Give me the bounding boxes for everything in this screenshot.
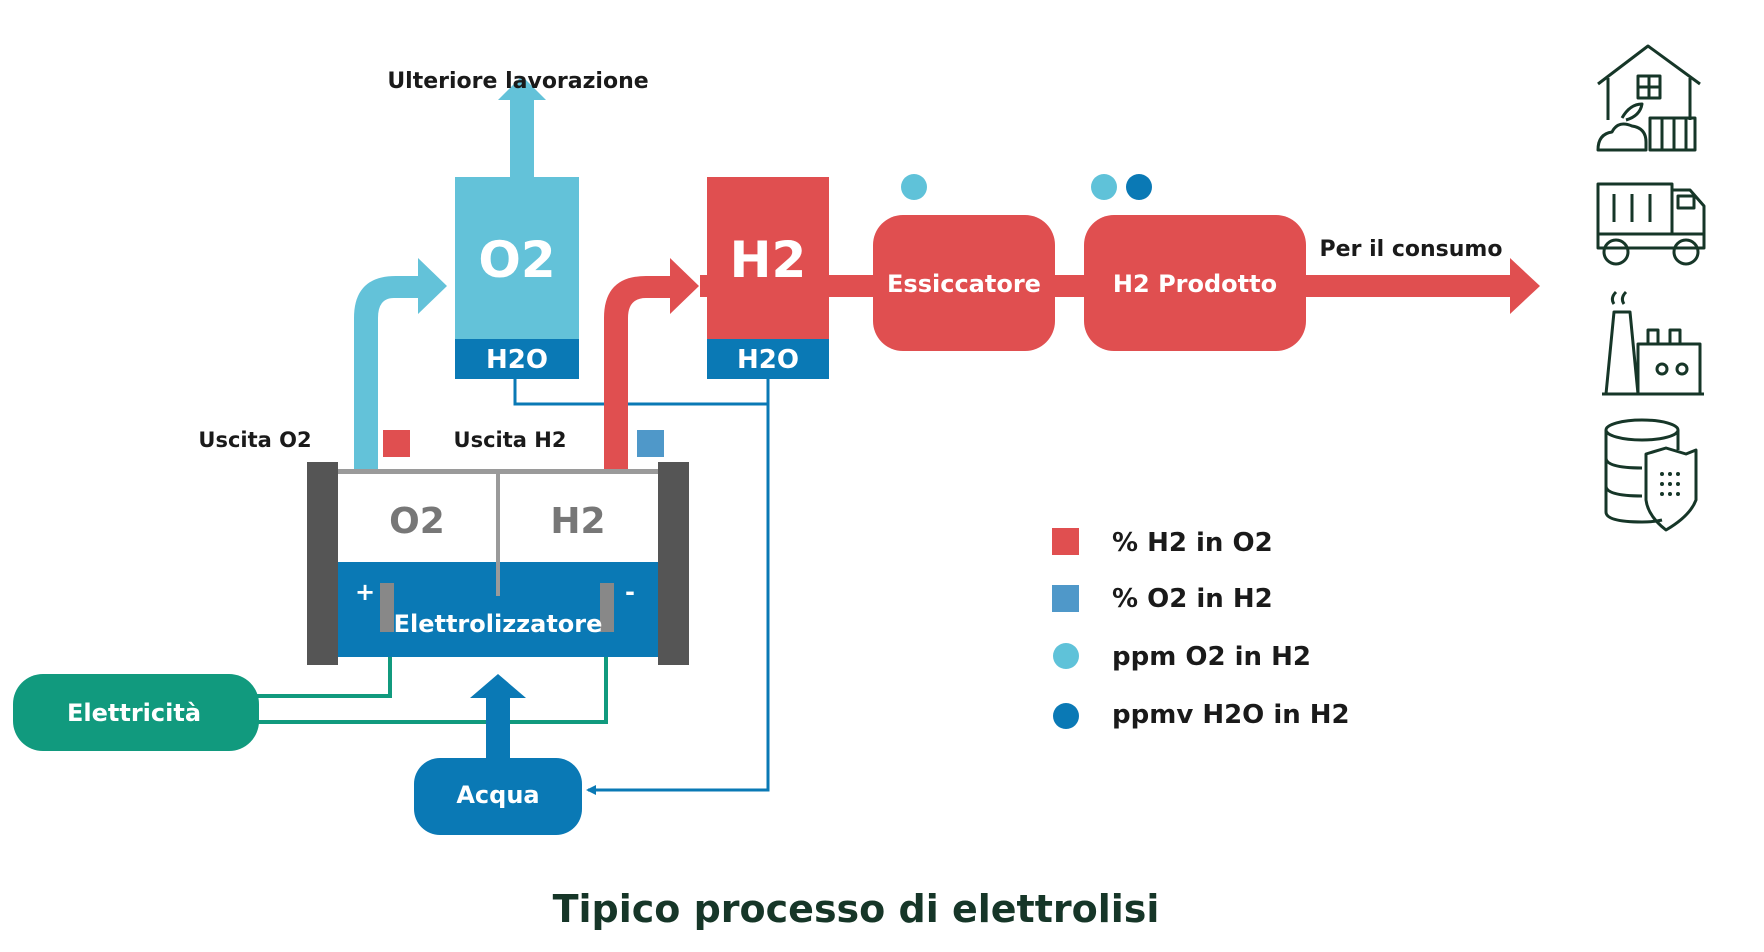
legend: % H2 in O2 % O2 in H2 ppm O2 in H2 ppmv … — [1052, 528, 1350, 730]
legend-marker-h2-in-o2 — [1052, 528, 1079, 555]
sensor-o2-ppm-dryer — [901, 174, 927, 200]
minus-terminal-label: - — [625, 578, 635, 606]
o2-flow-arrow — [354, 258, 447, 470]
legend-marker-h2o-ppmv — [1053, 703, 1079, 729]
h2-tank: H2 H2O — [707, 177, 829, 379]
dryer-box: Essiccatore — [873, 215, 1055, 351]
o2-tank-water-label: H2O — [486, 345, 548, 375]
o2-tank-label: O2 — [478, 231, 555, 289]
truck-icon — [1596, 182, 1706, 266]
legend-label-o2-ppm: ppm O2 in H2 — [1112, 642, 1311, 672]
dryer-label: Essiccatore — [887, 270, 1041, 298]
farm-house-icon — [1596, 44, 1701, 152]
data-storage-icon — [1604, 418, 1698, 532]
h2-outlet-label: Uscita H2 — [454, 428, 567, 452]
factory-icon — [1602, 290, 1704, 396]
sensor-o2-in-h2 — [637, 430, 664, 457]
h2-tank-label: H2 — [730, 231, 807, 289]
legend-label-h2o-ppmv: ppmv H2O in H2 — [1112, 700, 1350, 730]
plus-terminal-label: + — [355, 578, 375, 606]
o2-tank: O2 H2O — [455, 76, 579, 379]
electrolyzer: O2 H2 + - Elettrolizzatore — [307, 462, 689, 665]
electricity-label: Elettricità — [67, 699, 201, 727]
further-processing-arrow — [498, 76, 546, 178]
h2-product-label: H2 Prodotto — [1113, 270, 1277, 298]
h2-tank-water-label: H2O — [737, 345, 799, 375]
cell-o2-label: O2 — [389, 501, 445, 542]
h2-product-box: H2 Prodotto — [1084, 215, 1306, 351]
water-return-lines — [513, 378, 770, 795]
h2-flow-arrow — [604, 258, 699, 470]
legend-marker-o2-ppm — [1053, 643, 1079, 669]
water-label: Acqua — [456, 781, 539, 809]
consumption-arrow — [1430, 258, 1540, 314]
legend-label-o2-in-h2: % O2 in H2 — [1112, 584, 1273, 614]
legend-marker-o2-in-h2 — [1052, 585, 1079, 612]
sensor-h2o-ppmv-product — [1126, 174, 1152, 200]
water-inlet-arrow — [470, 674, 526, 760]
electricity-box: Elettricità — [13, 674, 259, 751]
sensor-h2-in-o2 — [383, 430, 410, 457]
o2-outlet-label: Uscita O2 — [198, 428, 311, 452]
electrolyzer-label: Elettrolizzatore — [394, 610, 603, 638]
diagram-title: Tipico processo di elettrolisi — [553, 887, 1160, 931]
legend-label-h2-in-o2: % H2 in O2 — [1112, 528, 1273, 558]
consumption-label: Per il consumo — [1320, 237, 1503, 262]
water-box: Acqua — [414, 758, 582, 835]
cell-h2-label: H2 — [550, 501, 605, 542]
sensor-o2-ppm-product — [1091, 174, 1117, 200]
further-processing-label: Ulteriore lavorazione — [387, 69, 648, 94]
